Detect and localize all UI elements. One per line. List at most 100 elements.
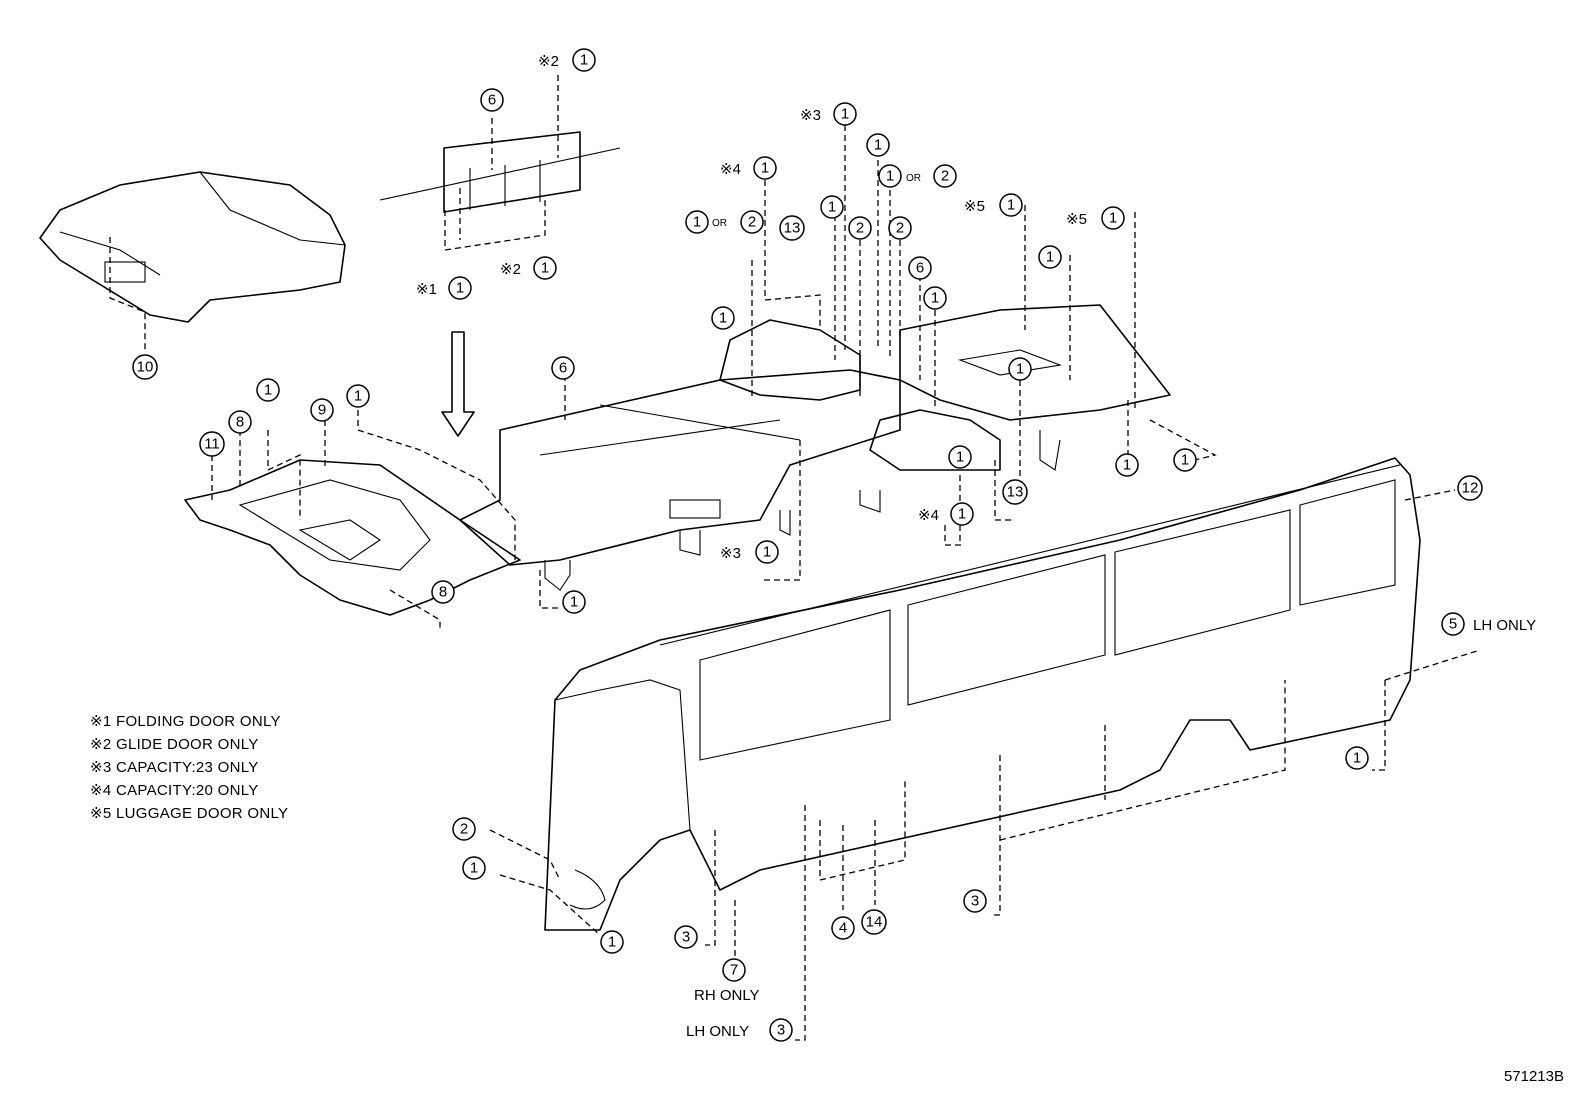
svg-text:1: 1 — [874, 137, 882, 154]
callout-1: 1 — [562, 590, 586, 614]
callout-6: 6 — [908, 256, 932, 280]
svg-text:9: 9 — [318, 402, 326, 419]
main-floor-part — [459, 369, 901, 609]
svg-text:1: 1 — [958, 506, 966, 523]
mark-5-right: ※5 — [1066, 211, 1087, 228]
mark-5-left: ※5 — [964, 198, 985, 215]
svg-text:6: 6 — [916, 260, 924, 277]
rear-floor-part — [719, 125, 1217, 546]
svg-text:1: 1 — [470, 860, 478, 877]
svg-text:1: 1 — [1353, 750, 1361, 767]
callout-9: 9 — [310, 398, 334, 422]
callout-annotations: ※2 ※1 ※2 ※4 ※3 ※5 ※5 ※3 ※4 OR OR LH ONLY… — [416, 53, 1536, 1040]
callout-2: 2 — [888, 216, 912, 240]
mark-4-bottom: ※4 — [918, 507, 939, 524]
callout-13: 13 — [1002, 479, 1028, 505]
legend-item-capacity-23: ※3 CAPACITY:23 ONLY — [90, 759, 259, 776]
callout-1: 1 — [923, 286, 947, 310]
roof-front-part — [39, 171, 346, 350]
callout-2: 2 — [452, 817, 476, 841]
callouts: 1 6 1 1 10 1 9 1 8 11 8 6 1 1 1 1 2 1 13… — [132, 48, 1483, 1042]
door-header-part — [379, 75, 621, 251]
svg-text:1: 1 — [608, 934, 616, 951]
callout-3: 3 — [674, 925, 698, 949]
callout-1: 1 — [256, 378, 280, 402]
svg-text:3: 3 — [777, 1022, 785, 1039]
callout-1: 1 — [755, 540, 779, 564]
svg-text:6: 6 — [559, 360, 567, 377]
callout-3: 3 — [769, 1018, 793, 1042]
callout-1: 1 — [533, 256, 557, 280]
svg-text:1: 1 — [1181, 452, 1189, 469]
svg-text:6: 6 — [488, 92, 496, 109]
callout-2: 2 — [740, 210, 764, 234]
svg-text:8: 8 — [439, 584, 447, 601]
callout-1: 1 — [1173, 448, 1197, 472]
svg-text:13: 13 — [784, 220, 801, 237]
svg-text:1: 1 — [1046, 249, 1054, 266]
or-label-2: OR — [906, 173, 921, 184]
mark-4-top: ※4 — [720, 161, 741, 178]
mark-2-top: ※2 — [538, 53, 559, 70]
svg-text:12: 12 — [1462, 480, 1479, 497]
svg-text:1: 1 — [693, 214, 701, 231]
legend-item-glide-door: ※2 GLIDE DOOR ONLY — [90, 736, 259, 753]
callout-1: 1 — [448, 276, 472, 300]
callout-1: 1 — [753, 156, 777, 180]
svg-text:1: 1 — [541, 260, 549, 277]
lh-only-label-right: LH ONLY — [1473, 617, 1536, 634]
svg-text:1: 1 — [763, 544, 771, 561]
svg-text:1: 1 — [1109, 210, 1117, 227]
svg-text:3: 3 — [682, 929, 690, 946]
svg-text:3: 3 — [971, 893, 979, 910]
svg-text:5: 5 — [1449, 616, 1457, 633]
callout-1: 1 — [878, 164, 902, 188]
direction-arrow — [441, 331, 475, 437]
callout-3: 3 — [963, 889, 987, 913]
svg-text:2: 2 — [941, 168, 949, 185]
callout-1: 1 — [711, 306, 735, 330]
legend-item-luggage-door: ※5 LUGGAGE DOOR ONLY — [90, 805, 289, 822]
svg-text:1: 1 — [456, 280, 464, 297]
callout-1: 1 — [1345, 746, 1369, 770]
callout-10: 10 — [132, 354, 158, 380]
rh-only-label: RH ONLY — [694, 987, 760, 1004]
svg-text:2: 2 — [460, 821, 468, 838]
callout-8: 8 — [431, 580, 455, 604]
callout-1: 1 — [866, 133, 890, 157]
callout-1: 1 — [1008, 357, 1032, 381]
mark-1: ※1 — [416, 281, 437, 298]
callout-1: 1 — [600, 930, 624, 954]
callout-1: 1 — [685, 210, 709, 234]
callout-12: 12 — [1457, 475, 1483, 501]
lh-only-label-bottom: LH ONLY — [686, 1023, 749, 1040]
or-label-1: OR — [712, 218, 727, 229]
svg-text:1: 1 — [886, 168, 894, 185]
svg-text:13: 13 — [1007, 484, 1024, 501]
svg-text:10: 10 — [137, 359, 154, 376]
callout-1: 1 — [1115, 453, 1139, 477]
diagram-code: 571213B — [1503, 1068, 1564, 1085]
callout-1: 1 — [999, 193, 1023, 217]
callout-1: 1 — [948, 445, 972, 469]
svg-text:2: 2 — [896, 220, 904, 237]
callout-6: 6 — [551, 356, 575, 380]
callout-4: 4 — [831, 916, 855, 940]
callout-7: 7 — [722, 958, 746, 982]
svg-text:1: 1 — [580, 52, 588, 69]
callout-1: 1 — [833, 102, 857, 126]
callout-1: 1 — [572, 48, 596, 72]
callout-1: 1 — [346, 384, 370, 408]
callout-2: 2 — [848, 216, 872, 240]
callout-1: 1 — [1101, 206, 1125, 230]
callout-6: 6 — [480, 88, 504, 112]
callout-5: 5 — [1441, 612, 1465, 636]
svg-text:1: 1 — [828, 199, 836, 216]
svg-text:7: 7 — [730, 962, 738, 979]
svg-text:1: 1 — [956, 449, 964, 466]
svg-text:14: 14 — [866, 914, 883, 931]
callout-2: 2 — [933, 164, 957, 188]
svg-text:1: 1 — [761, 160, 769, 177]
mark-2: ※2 — [500, 261, 521, 278]
